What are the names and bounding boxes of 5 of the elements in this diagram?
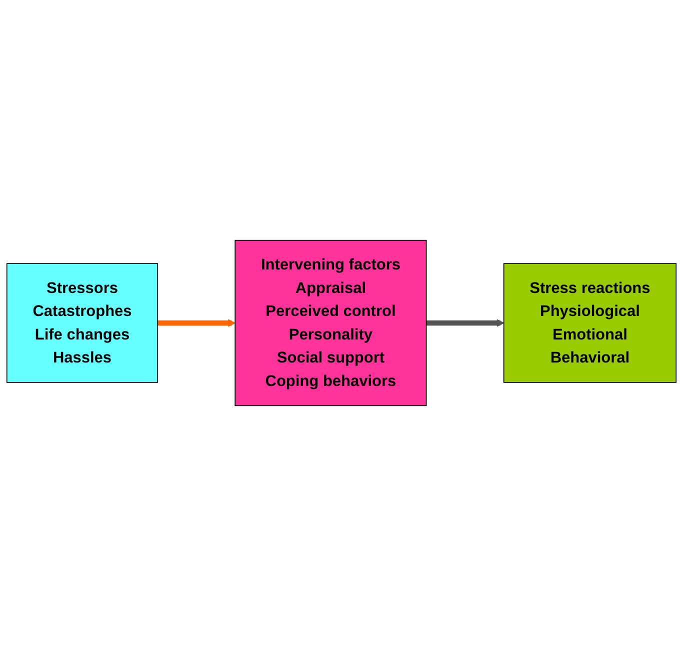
node-box: Intervening factors Appraisal Perceived control Personality Social support Coping behaviors: [234, 240, 427, 406]
arrow: [426, 319, 504, 327]
arrow: [158, 319, 236, 327]
node-box: Stressors Catastrophes Life changes Hassles: [6, 263, 158, 383]
node-box: Stress reactions Physiological Emotional Behavioral: [503, 263, 677, 383]
